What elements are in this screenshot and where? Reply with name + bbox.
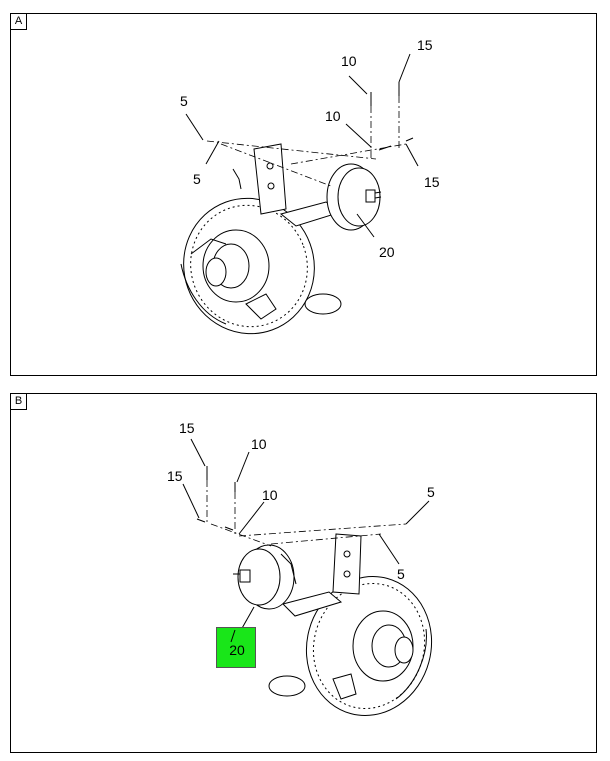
- callout-5-lower-a: 5: [193, 171, 201, 187]
- callout-20-highlight[interactable]: 20: [216, 627, 256, 668]
- callout-10-upper-a: 10: [341, 53, 357, 69]
- callout-20-a: 20: [379, 244, 395, 260]
- brake-chamber-b: [233, 544, 297, 610]
- fasteners-b: [196, 466, 236, 531]
- brake-chamber-a: [326, 163, 382, 231]
- diagram-panel-a: A: [10, 13, 597, 376]
- callout-5-upper-a: 5: [180, 93, 188, 109]
- diagram-panel-b: B: [10, 393, 597, 753]
- brake-assembly-a: [180, 143, 343, 335]
- panel-a-drawing: 5 5 10 10 15 15 20: [180, 37, 440, 335]
- brake-assembly-b: [268, 533, 433, 716]
- callout-10-lower-a: 10: [325, 108, 341, 124]
- assembly-lines-b: [206, 480, 407, 547]
- callout-15-lower-b: 15: [167, 468, 183, 484]
- callout-10-lower-b: 10: [262, 487, 278, 503]
- callout-5-lower-b: 5: [397, 566, 405, 582]
- callout-15-upper-b: 15: [179, 420, 195, 436]
- callout-10-upper-b: 10: [251, 436, 267, 452]
- callout-15-upper-a: 15: [417, 37, 433, 53]
- panel-a-label: A: [10, 13, 27, 30]
- leader-lines-a: [185, 53, 419, 238]
- leader-lines-b: [182, 438, 430, 631]
- callout-5-upper-b: 5: [427, 484, 435, 500]
- callout-15-lower-a: 15: [424, 174, 440, 190]
- panel-b-drawing: 15 15 10 10 5 5: [167, 420, 435, 716]
- panel-b-label: B: [10, 393, 27, 410]
- callout-20-leader-b: [230, 629, 236, 643]
- callout-20-b: 20: [229, 642, 245, 658]
- fasteners-a: [370, 82, 414, 151]
- assembly-lines-a: [206, 96, 407, 187]
